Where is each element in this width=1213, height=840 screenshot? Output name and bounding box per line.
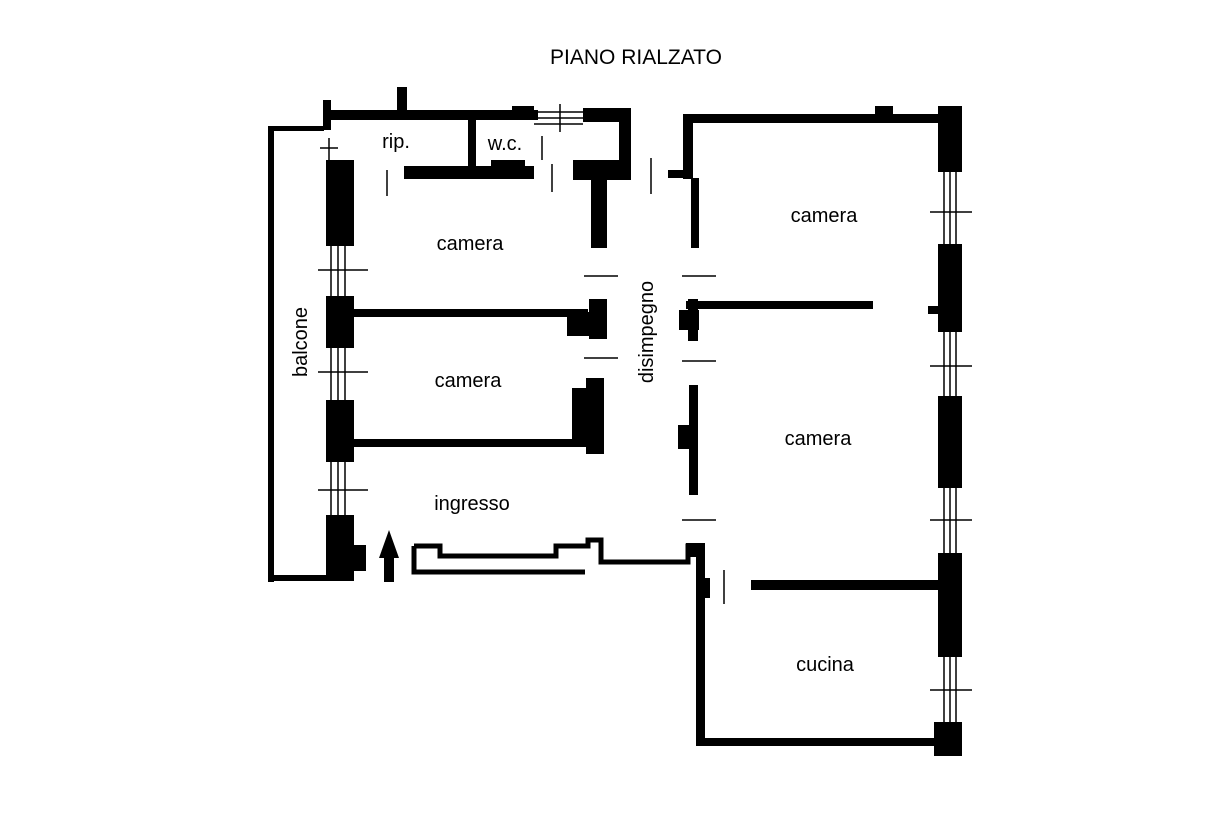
wall-stub [928, 306, 940, 314]
wall-right [938, 106, 962, 172]
room-label-kitchen: cucina [796, 654, 855, 676]
room-label-bedroom-top-left: camera [437, 233, 505, 255]
wall-kitchen [751, 580, 941, 590]
wall-pillar [586, 378, 604, 454]
balcony-rail [268, 575, 328, 581]
wall-right [938, 396, 962, 488]
balcony-rail [268, 126, 324, 131]
wall-kitchen-left [696, 543, 705, 745]
room-label-wc: w.c. [487, 133, 522, 155]
wall-corridor-right [691, 178, 699, 248]
wall-stub [567, 312, 592, 336]
wall-top-left [323, 110, 538, 120]
wall-stub [678, 425, 696, 449]
room-label-balcony: balcone [290, 307, 312, 377]
wall-right [938, 553, 962, 657]
room-label-bedroom-mid-right: camera [785, 428, 853, 450]
room-label-bedroom-top-right: camera [791, 205, 859, 227]
wall-interior [354, 439, 590, 447]
wall-stub [350, 545, 366, 571]
wall-stub [668, 170, 693, 178]
wall-stub [704, 578, 710, 598]
wall-pillar [688, 299, 698, 341]
balcony-rail [268, 126, 274, 582]
wall-left [326, 400, 354, 462]
wall-left [326, 515, 354, 581]
thin-lines [318, 104, 972, 722]
up-arrow-icon [379, 530, 399, 582]
wall-right [938, 244, 962, 332]
entrance-wall [411, 537, 700, 575]
wall-left [326, 160, 354, 246]
wall-stub [397, 87, 407, 111]
wall-stub [683, 114, 693, 179]
wall-kitchen-bottom [696, 738, 938, 746]
room-label-bedroom-mid-left: camera [435, 370, 503, 392]
wall-right [934, 722, 962, 756]
room-label-corridor: disimpegno [636, 281, 658, 383]
wall-stub [491, 160, 525, 170]
plan-title: PIANO RIALZATO [550, 46, 722, 69]
wall-stub [875, 106, 893, 116]
wall-partition [468, 118, 476, 172]
room-label-entrance: ingresso [434, 493, 510, 515]
wall-interior [354, 309, 588, 317]
wall-left [326, 296, 354, 348]
wall-interior [686, 301, 873, 309]
wall-top-right [683, 114, 938, 123]
wall-stub [323, 100, 331, 130]
walls [268, 87, 962, 756]
wall-pillar [589, 299, 607, 339]
wall-pillar [591, 160, 607, 248]
wall-stub [512, 106, 534, 120]
room-label-storage: rip. [382, 131, 410, 153]
